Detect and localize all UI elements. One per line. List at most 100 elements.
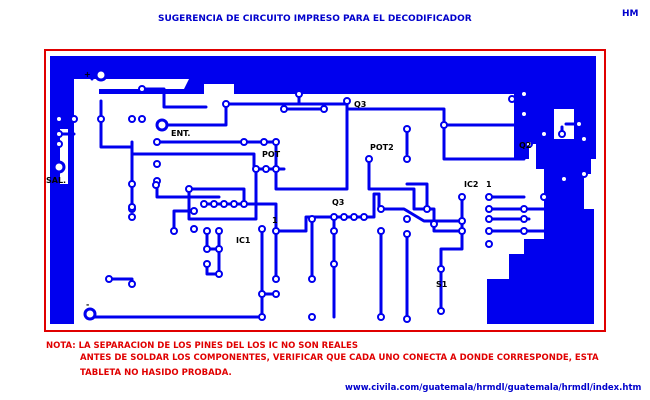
pad <box>138 115 146 123</box>
note-line-3: TABLETA NO HASIDO PROBADA. <box>80 368 232 378</box>
pad <box>215 270 223 278</box>
trace <box>405 182 429 211</box>
pad <box>580 170 588 178</box>
trace <box>317 107 349 191</box>
trace <box>367 157 464 233</box>
label-salida: SAL. <box>46 176 66 185</box>
pad <box>190 207 198 215</box>
pad <box>403 125 411 133</box>
pad <box>403 155 411 163</box>
pad <box>520 215 528 223</box>
pad <box>200 200 208 208</box>
pad <box>508 95 516 103</box>
label-q3-top: Q3 <box>354 100 366 109</box>
pad <box>272 290 280 298</box>
pad <box>520 90 528 98</box>
pcb-board: + ENT. SAL. - Q3 POT POT2 Q2 IC2 1 Q3 1 … <box>44 49 606 332</box>
pad <box>485 240 493 248</box>
pad <box>138 85 146 93</box>
trace <box>345 107 526 161</box>
pad <box>340 213 348 221</box>
pad <box>260 138 268 146</box>
pad <box>272 165 280 173</box>
pad <box>458 217 466 225</box>
pad <box>128 213 136 221</box>
pad <box>70 115 78 123</box>
pad <box>403 315 411 323</box>
pad <box>330 260 338 268</box>
pad <box>377 205 385 213</box>
pad <box>272 275 280 283</box>
pad <box>423 205 431 213</box>
trace <box>442 92 526 127</box>
pad <box>580 135 588 143</box>
pad <box>170 227 178 235</box>
pad <box>280 105 288 113</box>
ground-clearing <box>60 129 68 184</box>
pad <box>153 160 161 168</box>
pad <box>128 280 136 288</box>
pad <box>258 225 266 233</box>
ground-plane <box>50 56 596 324</box>
pad <box>377 227 385 235</box>
pad <box>215 227 223 235</box>
pad <box>308 215 316 223</box>
pad <box>240 200 248 208</box>
pad <box>520 110 528 118</box>
pad <box>240 138 248 146</box>
pads <box>52 68 588 323</box>
pad <box>203 260 211 268</box>
label-ic2: IC2 <box>464 180 478 189</box>
pad <box>203 245 211 253</box>
trace <box>187 187 246 211</box>
pad <box>295 90 303 98</box>
label-s1: S1 <box>436 280 448 289</box>
pad <box>520 205 528 213</box>
page-title: SUGERENCIA DE CIRCUITO IMPRESO PARA EL D… <box>158 14 472 24</box>
pad <box>540 130 548 138</box>
pad <box>222 100 230 108</box>
pad <box>128 180 136 188</box>
pad <box>525 140 533 148</box>
pad <box>485 193 493 201</box>
pad <box>215 245 223 253</box>
pad <box>55 115 63 123</box>
author-initials: HM <box>622 9 639 19</box>
pad <box>97 115 105 123</box>
pad <box>485 205 493 213</box>
pad <box>437 307 445 315</box>
footer-url: www.civila.com/guatemala/hrmdl/guatemala… <box>345 383 642 393</box>
pad <box>440 121 448 129</box>
label-ic2-pin1: 1 <box>486 180 492 189</box>
pad <box>485 215 493 223</box>
label-q3-mid: Q3 <box>332 198 344 207</box>
pad <box>560 175 568 183</box>
label-plus: + <box>84 70 91 79</box>
pad <box>203 227 211 235</box>
pad <box>258 290 266 298</box>
label-minus: - <box>86 300 89 309</box>
pad <box>128 203 136 211</box>
pad <box>230 200 238 208</box>
pad <box>330 213 338 221</box>
pad <box>252 165 260 173</box>
pad <box>128 115 136 123</box>
pad <box>343 97 351 105</box>
pad <box>558 130 566 138</box>
pad <box>350 213 358 221</box>
pad <box>540 193 548 201</box>
trace <box>140 87 208 109</box>
pad <box>377 313 385 321</box>
label-ic1: IC1 <box>236 236 251 245</box>
pad-entrada <box>155 118 169 132</box>
pad <box>320 105 328 113</box>
label-q2: Q2 <box>519 141 531 150</box>
pad <box>575 120 583 128</box>
pad-minus <box>83 307 97 321</box>
pad <box>105 275 113 283</box>
trace <box>172 209 196 233</box>
pad <box>308 313 316 321</box>
label-pot2: POT2 <box>370 143 394 152</box>
pad <box>403 215 411 223</box>
pad <box>437 265 445 273</box>
